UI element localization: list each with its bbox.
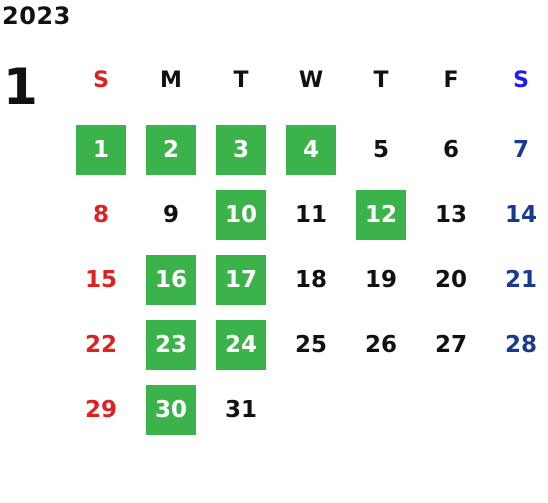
day-cell-3[interactable]: 3: [216, 125, 266, 175]
day-cell-28[interactable]: 28: [504, 332, 537, 358]
day-cell-4[interactable]: 4: [286, 125, 336, 175]
day-cell-17[interactable]: 17: [216, 255, 266, 305]
day-cell-2[interactable]: 2: [146, 125, 196, 175]
day-cell-5[interactable]: 5: [372, 137, 389, 163]
weekday-header-monday: M: [160, 67, 182, 93]
weekday-header-thursday: T: [373, 67, 389, 93]
day-cell-13[interactable]: 13: [434, 202, 467, 228]
weekday-header-tuesday: T: [233, 67, 249, 93]
day-cell-23[interactable]: 23: [146, 320, 196, 370]
day-cell-12[interactable]: 12: [356, 190, 406, 240]
day-cell-30[interactable]: 30: [146, 385, 196, 435]
day-cell-25[interactable]: 25: [294, 332, 327, 358]
day-cell-19[interactable]: 19: [364, 267, 397, 293]
day-cell-10[interactable]: 10: [216, 190, 266, 240]
day-cell-1[interactable]: 1: [76, 125, 126, 175]
day-cell-15[interactable]: 15: [84, 267, 117, 293]
weekday-header-wednesday: W: [298, 67, 324, 93]
weekday-header-sunday: S: [93, 67, 109, 93]
day-cell-11[interactable]: 11: [294, 202, 327, 228]
day-cell-29[interactable]: 29: [84, 397, 117, 423]
day-cell-26[interactable]: 26: [364, 332, 397, 358]
day-cell-14[interactable]: 14: [504, 202, 537, 228]
day-cell-8[interactable]: 8: [92, 202, 109, 228]
weekday-header-friday: F: [443, 67, 459, 93]
day-cell-7[interactable]: 7: [512, 137, 529, 163]
day-cell-27[interactable]: 27: [434, 332, 467, 358]
day-cell-9[interactable]: 9: [162, 202, 179, 228]
month-number: 1: [3, 58, 38, 116]
day-cell-22[interactable]: 22: [84, 332, 117, 358]
day-cell-31[interactable]: 31: [224, 397, 257, 423]
day-cell-21[interactable]: 21: [504, 267, 537, 293]
day-cell-6[interactable]: 6: [442, 137, 459, 163]
year-label: 2023: [2, 2, 71, 30]
day-cell-18[interactable]: 18: [294, 267, 327, 293]
weekday-header-saturday: S: [513, 67, 529, 93]
day-cell-16[interactable]: 16: [146, 255, 196, 305]
day-cell-20[interactable]: 20: [434, 267, 467, 293]
day-cell-24[interactable]: 24: [216, 320, 266, 370]
